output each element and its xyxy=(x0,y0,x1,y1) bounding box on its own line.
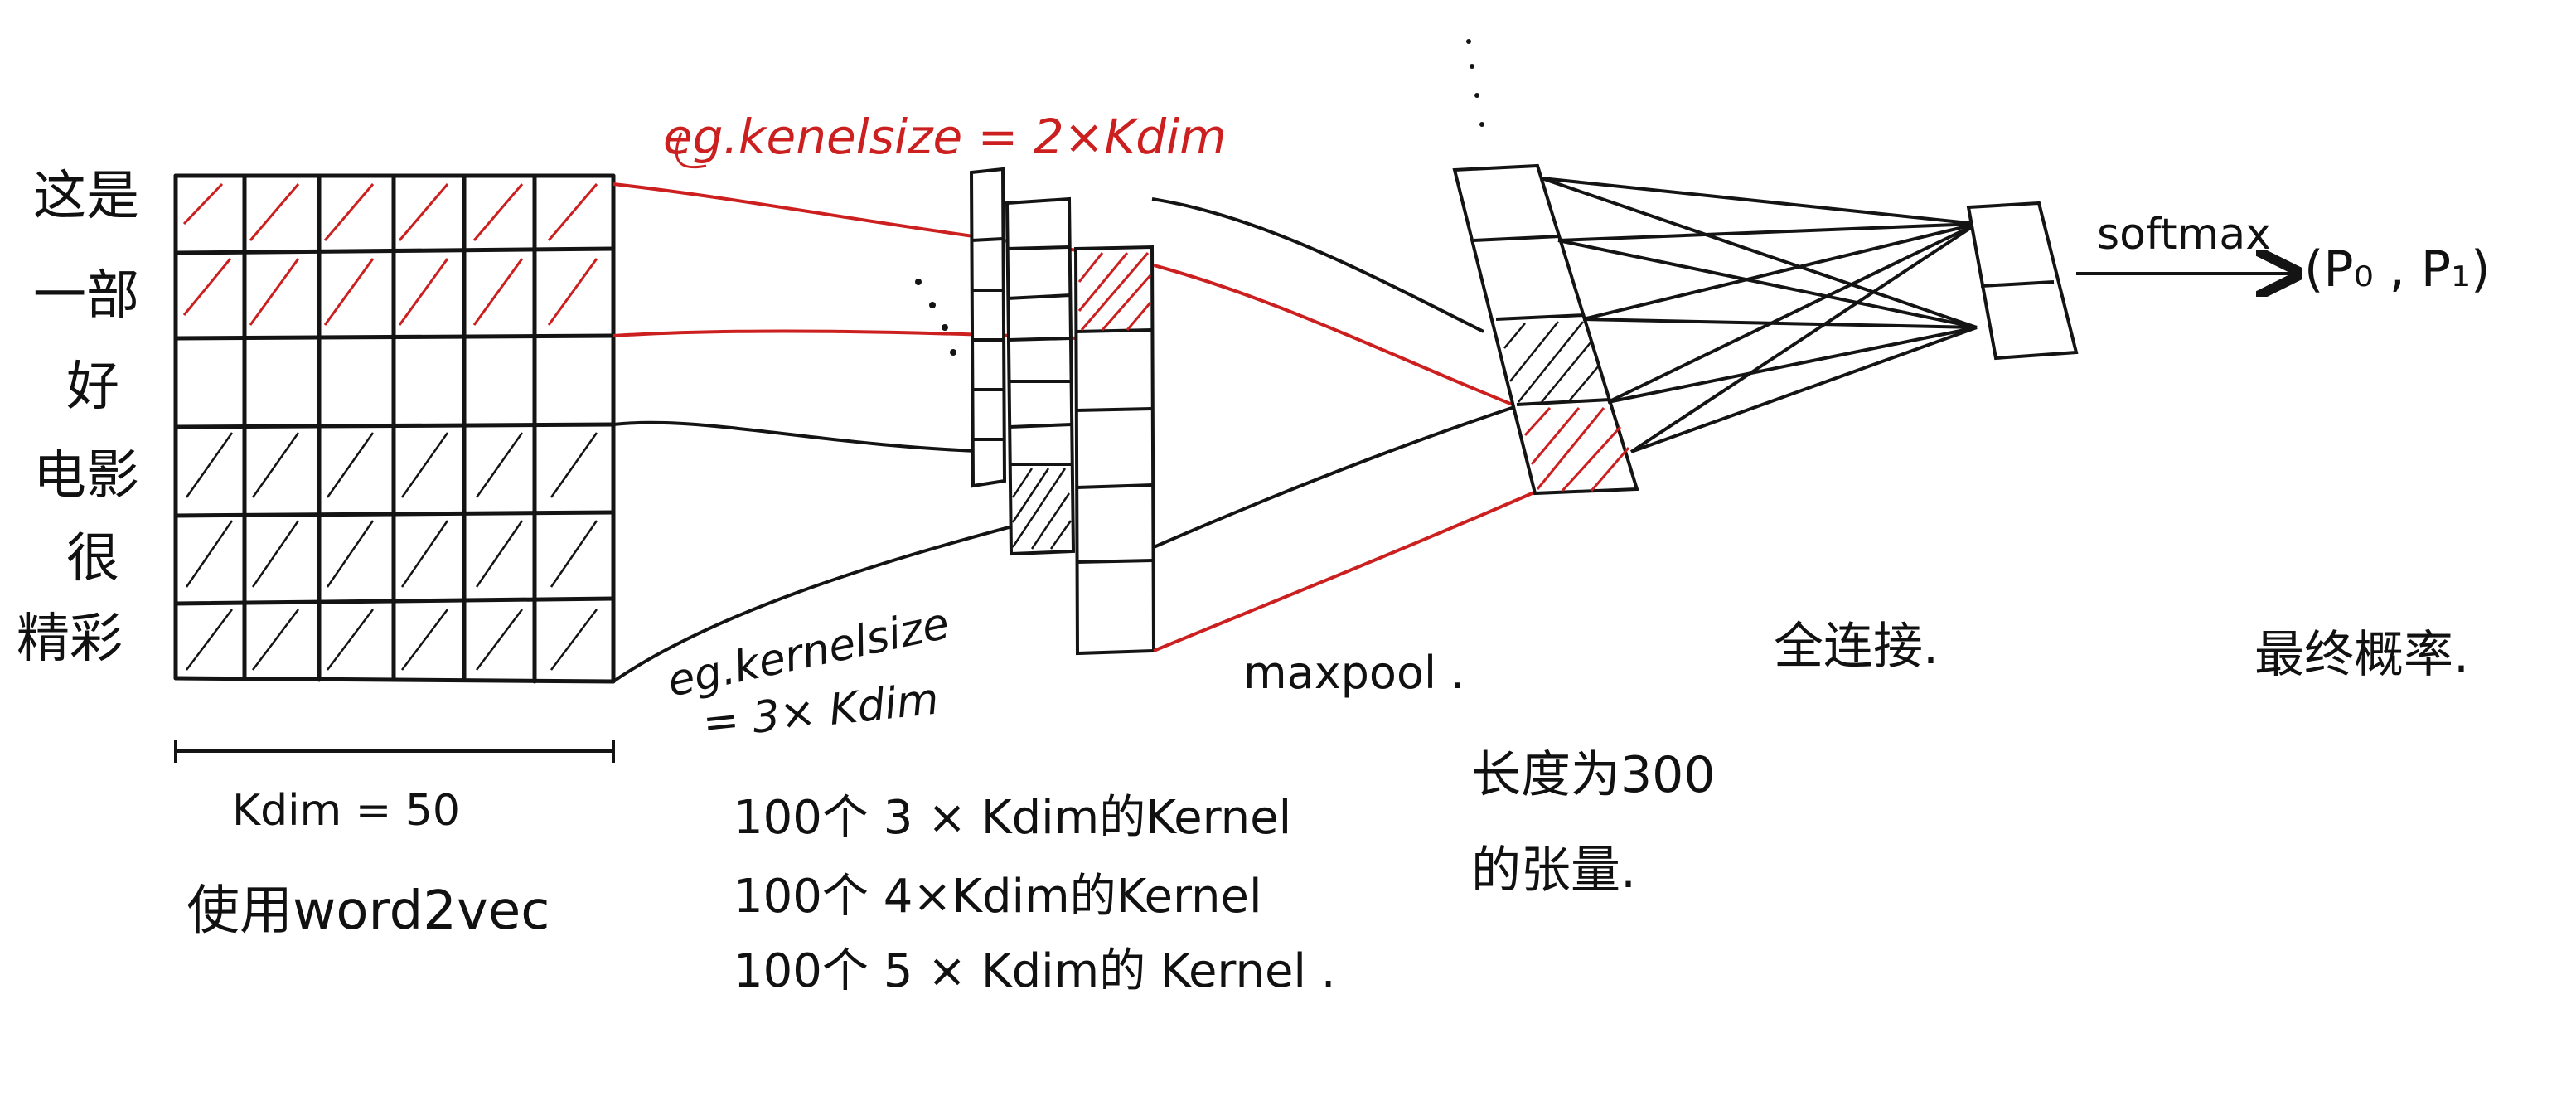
feature-map-back xyxy=(969,167,1007,488)
pool-result-2: 的张量. xyxy=(1471,842,1636,900)
feature-map-front-red-hatch xyxy=(1077,252,1152,331)
pooled-black-hatch xyxy=(1503,321,1600,403)
kernel-line-1: 100个 4×Kdim的Kernel xyxy=(734,870,1262,924)
pool-result-1: 长度为300 xyxy=(1471,746,1716,804)
word-3: 电影 xyxy=(33,445,139,507)
softmax-label: softmax xyxy=(2097,210,2271,259)
sentence-words: 这是 一部 好 电影 很 精彩 xyxy=(17,166,139,670)
word-0: 这是 xyxy=(33,166,139,227)
feature-maps xyxy=(915,167,1156,656)
word-4: 很 xyxy=(66,528,119,589)
pooled-red-hatch xyxy=(1523,406,1630,492)
embedding-caption: 使用word2vec xyxy=(186,880,550,942)
kernel-example-top: eg.kenelsize = 2×Kdim xyxy=(663,109,1227,165)
pooled-dots xyxy=(1466,39,1484,127)
feature-map-middle-hatch xyxy=(1011,468,1073,550)
embedding-red-hatch xyxy=(182,182,598,326)
word-1: 一部 xyxy=(33,265,139,327)
dim-bracket xyxy=(174,740,615,763)
probs-label: (P₀ , P₁) xyxy=(2304,240,2491,298)
fc-label: 全连接. xyxy=(1774,618,1939,676)
more-maps-dots xyxy=(915,279,956,356)
word-2: 好 xyxy=(66,356,119,418)
feature-map-front xyxy=(1073,245,1156,656)
feature-to-pool-lines xyxy=(1151,197,1542,652)
kernel-list: 100个 3 × Kdim的Kernel 100个 4×Kdim的Kernel … xyxy=(734,791,1336,998)
output-vector xyxy=(1966,201,2079,361)
feature-map-middle xyxy=(1005,196,1076,556)
kernel-example-top-curl xyxy=(675,132,707,169)
dim-label: Kdim = 50 xyxy=(232,786,460,836)
embedding-black-hatch xyxy=(185,432,598,671)
embedding-grid xyxy=(173,173,616,684)
word-5: 精彩 xyxy=(17,609,123,670)
kernel-line-2: 100个 5 × Kdim的 Kernel . xyxy=(734,944,1336,998)
pool-label: maxpool . xyxy=(1243,647,1465,699)
kernel-line-0: 100个 3 × Kdim的Kernel xyxy=(734,791,1291,845)
pooled-vector xyxy=(1452,39,1639,496)
final-label: 最终概率. xyxy=(2254,626,2469,684)
fc-lines xyxy=(1541,177,1978,453)
embedding-matrix: Kdim = 50 使用word2vec xyxy=(173,173,616,942)
